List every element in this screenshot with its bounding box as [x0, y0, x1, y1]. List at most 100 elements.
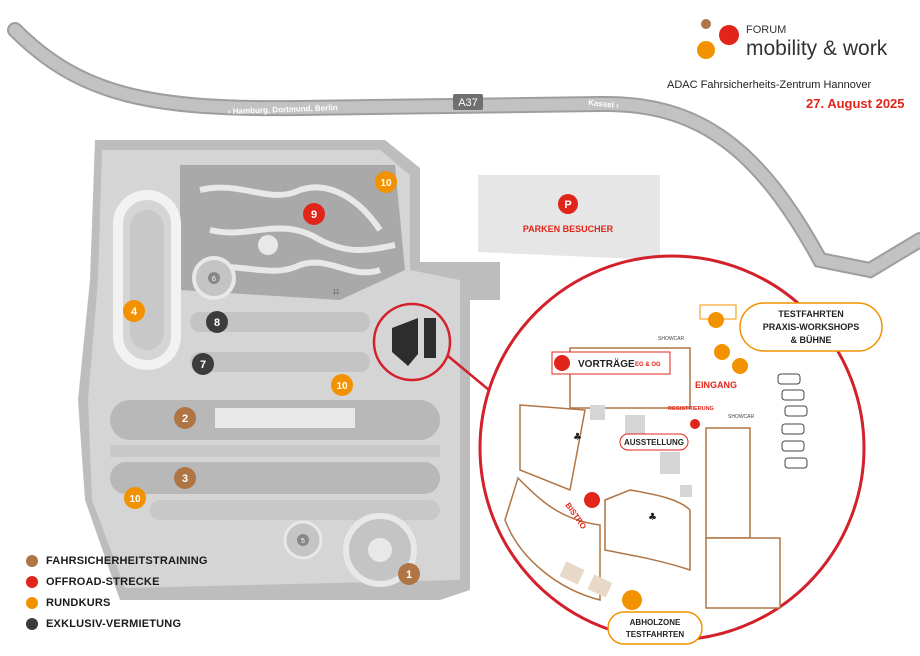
ausstellung-label: AUSSTELLUNG	[624, 438, 684, 447]
legend-dot-offroad	[26, 575, 38, 588]
abholzone-line-1: ABHOLZONE	[630, 618, 681, 627]
svg-text:1: 1	[406, 569, 412, 581]
detail-block-right-2	[705, 537, 781, 609]
toilet-icon-left: ♣	[573, 432, 582, 443]
logo-forum: FORUM	[746, 24, 786, 36]
restaurant-icon-orange	[714, 344, 730, 360]
exhibit-block-2	[660, 452, 680, 474]
highway-a37-inner	[9, 24, 920, 277]
svg-text:4: 4	[131, 306, 138, 318]
vortraege-badge	[551, 351, 671, 375]
svg-text:11: 11	[332, 289, 339, 296]
svg-text:7: 7	[200, 359, 206, 371]
building-highlight	[372, 302, 452, 382]
lane-2-plate	[215, 408, 355, 428]
legend-dot-exklusiv	[26, 617, 38, 630]
steering-wheel-icon	[622, 590, 642, 610]
marker-7[interactable]: 7	[192, 353, 214, 375]
marker-10-bottom[interactable]: 10	[124, 487, 146, 509]
highway-west-label: ‹ Hamburg, Dortmund, Berlin	[228, 103, 338, 116]
megaphone-icon-stage	[708, 312, 724, 328]
legend-item-rundkurs: RUNDKURS	[26, 592, 208, 613]
legend-label-training: FAHRSICHERHEITSTRAINING	[46, 554, 208, 567]
svg-text:2: 2	[182, 413, 188, 425]
marker-2[interactable]: 2	[174, 407, 196, 429]
marker-9[interactable]: 9	[303, 203, 325, 225]
marker-10-top[interactable]: 10	[375, 171, 397, 193]
testfahrten-line-3: & BÜHNE	[790, 335, 831, 345]
megaphone-icon	[554, 355, 570, 371]
car-icon	[777, 373, 808, 469]
stage-sign	[699, 304, 737, 320]
marker-8[interactable]: 8	[206, 311, 228, 333]
legend-dot-rundkurs	[26, 596, 38, 609]
skidpad-1-center	[368, 538, 392, 562]
detail-block-right-1	[705, 427, 751, 539]
legend-label-rundkurs: RUNDKURS	[46, 596, 111, 609]
ausstellung-badge	[619, 433, 689, 451]
lane-mid	[110, 445, 440, 457]
svg-text:3: 3	[182, 473, 188, 485]
registrierung-label: REGISTRIERUNG	[668, 406, 714, 412]
exhibit-block-4	[680, 485, 692, 497]
exhibit-block-3	[590, 405, 605, 420]
marker-1[interactable]: 1	[398, 563, 420, 585]
legend: FAHRSICHERHEITSTRAINING OFFROAD-STRECKE …	[26, 550, 208, 634]
marker-11[interactable]: 11	[332, 289, 339, 296]
vortraege-label: VORTRÄGE	[578, 357, 635, 370]
parking-label: PARKEN BESUCHER	[523, 224, 614, 234]
marker-4[interactable]: 4	[123, 300, 145, 322]
marker-3[interactable]: 3	[174, 467, 196, 489]
showcar-label-top: SHOWCAR	[658, 336, 685, 342]
marker-6[interactable]: 6	[208, 272, 220, 284]
svg-text:10: 10	[336, 381, 348, 392]
info-icon	[690, 419, 700, 429]
lane-lower	[150, 500, 440, 520]
abholzone-line-2: TESTFAHRTEN	[626, 630, 684, 639]
svg-text:8: 8	[214, 317, 220, 329]
logo-dot-brown	[701, 19, 711, 29]
restaurant-icon	[584, 492, 600, 508]
highway-shield	[453, 94, 483, 110]
svg-text:5: 5	[301, 538, 305, 545]
venue-label: ADAC Fahrsicherheits-Zentrum Hannover	[667, 79, 872, 91]
showcar-label-right: SHOWCAR	[728, 414, 755, 420]
bench-1	[559, 561, 585, 585]
logo-dot-orange	[697, 41, 715, 59]
bench-2	[587, 574, 613, 598]
testfahrten-box	[739, 302, 883, 352]
legend-dot-training	[26, 554, 38, 567]
highway-east-label: Kassel ›	[588, 98, 620, 110]
building-wing	[424, 318, 436, 358]
legend-item-exklusiv: EXKLUSIV-VERMIETUNG	[26, 613, 208, 634]
marker-10-middle[interactable]: 10	[331, 374, 353, 396]
parking-icon	[558, 194, 578, 214]
parking-letter: P	[564, 199, 571, 211]
connector-line	[447, 355, 496, 396]
oval-track-inner	[130, 210, 164, 350]
testfahrten-line-1: TESTFAHRTEN	[778, 309, 844, 319]
abholzone-box	[607, 611, 703, 645]
parking-area	[478, 175, 660, 260]
logo-dot-red	[719, 25, 739, 45]
legend-item-offroad: OFFROAD-STRECKE	[26, 571, 208, 592]
testfahrten-line-2: PRAXIS-WORKSHOPS	[763, 322, 860, 332]
event-date: 27. August 2025	[806, 96, 905, 111]
svg-text:10: 10	[380, 178, 392, 189]
legend-item-training: FAHRSICHERHEITSTRAINING	[26, 550, 208, 571]
vortraege-sub-label: EG & OG	[635, 362, 661, 368]
lane-8	[190, 312, 370, 332]
lane-7	[190, 352, 370, 372]
legend-label-exklusiv: EXKLUSIV-VERMIETUNG	[46, 617, 182, 630]
svg-text:6: 6	[212, 276, 216, 283]
highway-shield-label: A37	[458, 97, 478, 109]
oval-track	[113, 190, 181, 370]
svg-text:9: 9	[311, 209, 317, 221]
eingang-label: EINGANG	[695, 380, 737, 390]
roundabout-offroad	[258, 235, 278, 255]
marker-5[interactable]: 5	[297, 534, 309, 546]
legend-label-offroad: OFFROAD-STRECKE	[46, 575, 160, 588]
toilet-icon-mid: ♣	[648, 512, 657, 523]
detail-building-left	[519, 404, 586, 492]
